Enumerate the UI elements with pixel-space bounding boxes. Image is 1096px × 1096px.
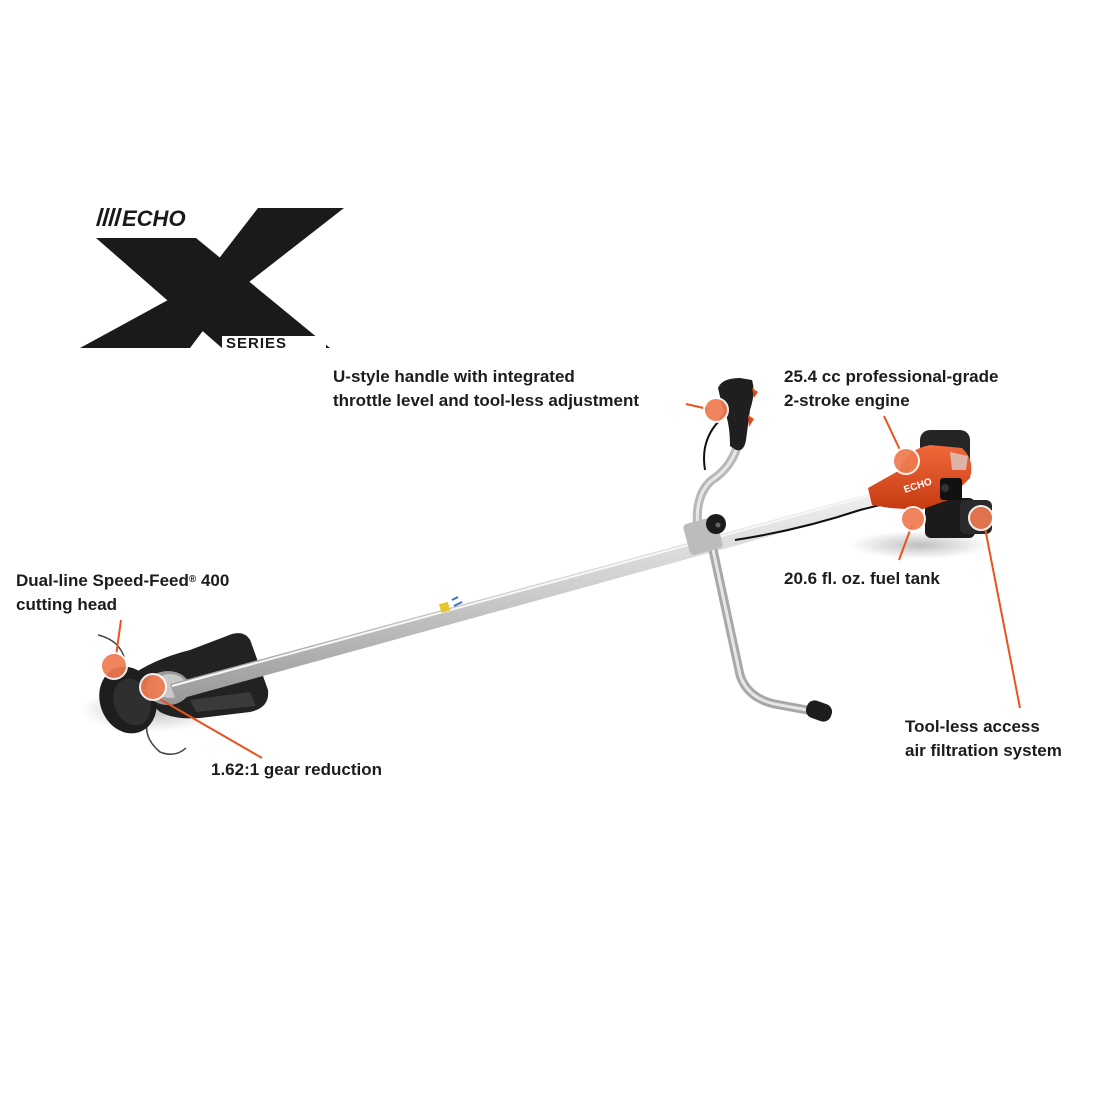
callout-label-gear: 1.62:1 gear reduction	[211, 760, 383, 779]
callout-dot-engine[interactable]	[892, 447, 920, 475]
callout-dot-gear[interactable]	[139, 673, 167, 701]
callout-label-handle: U-style handle with integrated throttle …	[333, 367, 640, 410]
callout-label-fuel-tank: 20.6 fl. oz. fuel tank	[784, 569, 940, 588]
echo-logo-text: ECHO	[122, 206, 186, 231]
callout-dot-fuel-tank[interactable]	[900, 506, 926, 532]
callout-lines	[115, 403, 1021, 759]
callout-dot-handle[interactable]	[703, 397, 729, 423]
callout-dot-air-filter[interactable]	[968, 505, 994, 531]
engine: ECHO	[868, 430, 992, 538]
callout-label-cutting-head: Dual-line Speed-Feed® 400 cutting head	[16, 571, 230, 614]
series-text: SERIES	[226, 335, 287, 352]
callout-label-engine: 25.4 cc professional-grade 2-stroke engi…	[784, 367, 999, 410]
callout-dot-cutting-head[interactable]	[100, 652, 128, 680]
u-handle	[683, 378, 833, 722]
drive-shaft	[170, 488, 894, 700]
callout-label-air-filter: Tool-less access air filtration system	[905, 717, 1062, 760]
echo-x-series-logo: ECHO SERIES	[80, 206, 344, 352]
